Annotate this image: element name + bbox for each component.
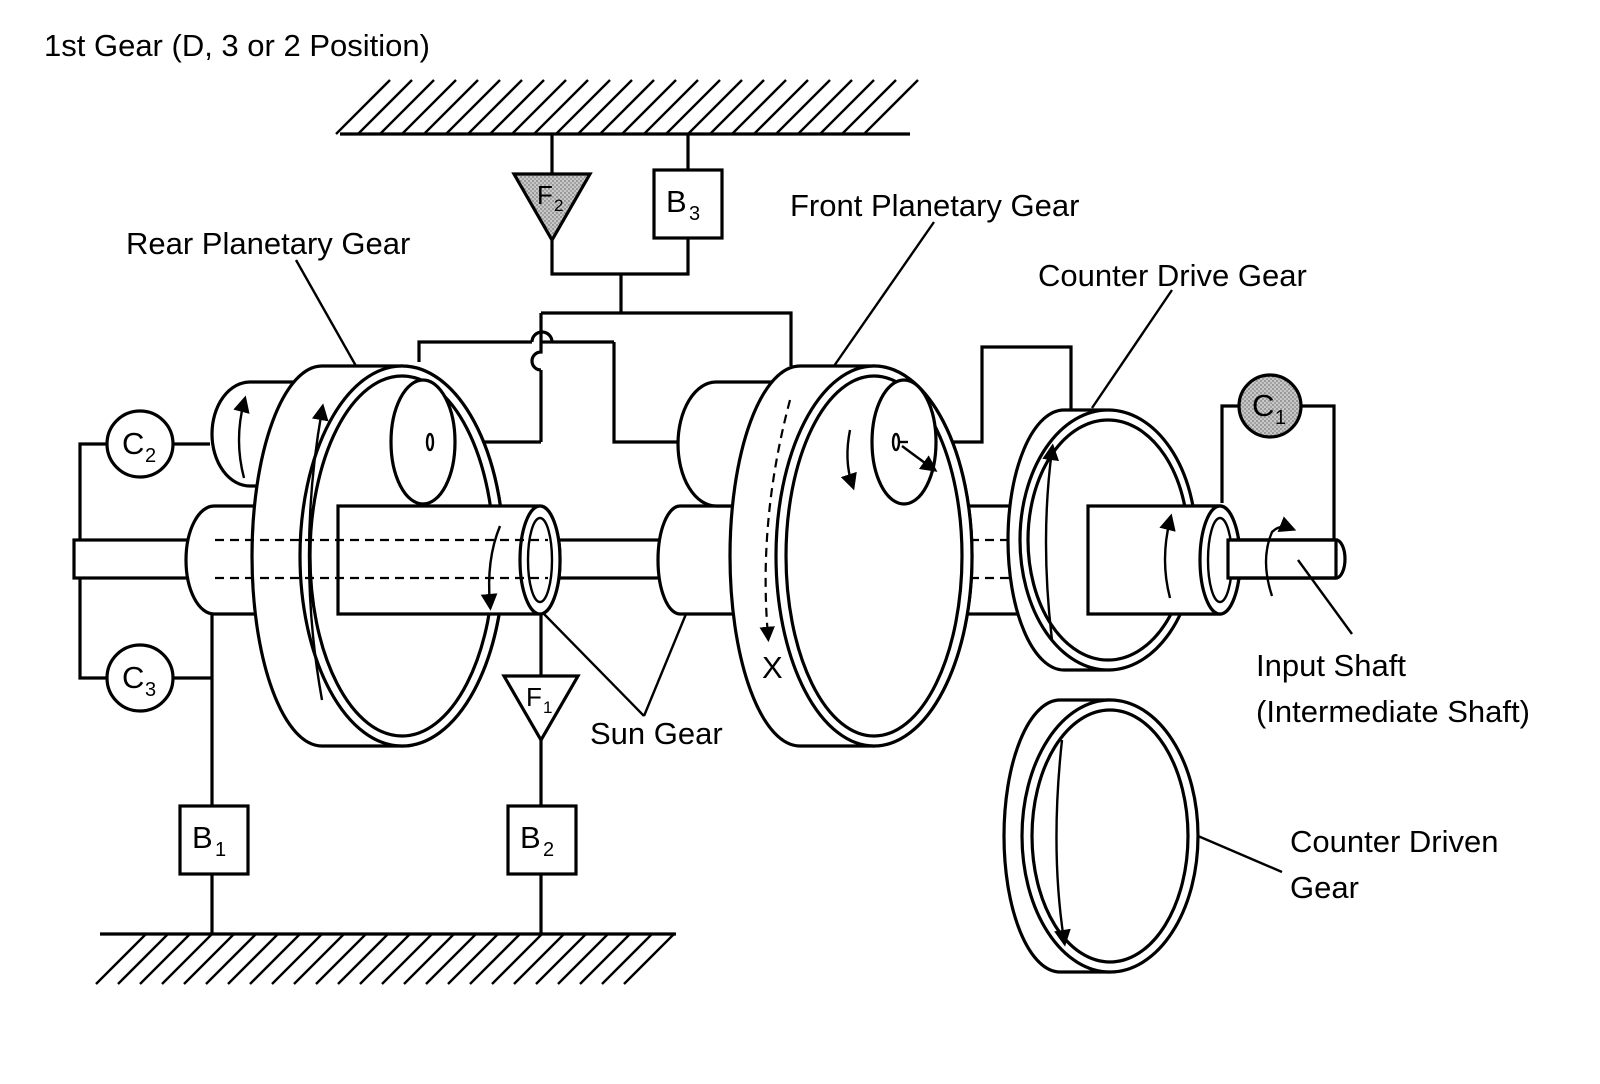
c1-clutch: C 1 — [1237, 373, 1303, 439]
hatch-line — [599, 79, 655, 135]
svg-text:C: C — [122, 660, 144, 695]
svg-text:C: C — [1252, 388, 1274, 423]
bottom-ground — [95, 932, 676, 985]
f1-one-way-clutch: F 1 — [501, 674, 581, 744]
diagram-title: 1st Gear (D, 3 or 2 Position) — [44, 28, 430, 63]
hatch-line — [381, 933, 433, 985]
rear-hub — [184, 504, 262, 616]
hatch-line — [863, 79, 919, 135]
hatch-line — [357, 79, 413, 135]
connection-lines — [78, 134, 1336, 934]
b3-brake: B 3 — [652, 168, 724, 240]
hatch-line — [117, 933, 169, 985]
c2-clutch: C 2 — [105, 409, 175, 479]
svg-text:C: C — [122, 426, 144, 461]
hatch-line — [337, 933, 389, 985]
hatch-line — [731, 79, 787, 135]
hatch-line — [841, 79, 897, 135]
locked-mark: X — [762, 650, 783, 685]
hatch-line — [601, 933, 653, 985]
input-shaft-label: Input Shaft — [1256, 648, 1406, 683]
counter-driven-label-line1: Counter Driven — [1290, 824, 1498, 859]
hatch-line — [359, 933, 411, 985]
hatch-line — [555, 79, 611, 135]
hatch-line — [579, 933, 631, 985]
hatch-line — [709, 79, 765, 135]
hatch-line — [535, 933, 587, 985]
hatch-line — [511, 79, 567, 135]
hatch-line — [401, 79, 457, 135]
counter-driven-label-line2: Gear — [1290, 870, 1359, 905]
hatch-line — [753, 79, 809, 135]
front-sun-hub — [656, 504, 742, 616]
svg-text:2: 2 — [145, 445, 156, 467]
f2-one-way-clutch: F 2 — [511, 172, 593, 244]
hatch-line — [469, 933, 521, 985]
hatch-line — [315, 933, 367, 985]
svg-text:B: B — [520, 820, 541, 855]
sun-gear-label: Sun Gear — [590, 716, 723, 751]
hatch-line — [425, 933, 477, 985]
b1-brake: B 1 — [178, 804, 250, 876]
svg-text:3: 3 — [689, 203, 700, 225]
front-planetary-label: Front Planetary Gear — [790, 188, 1079, 223]
svg-text:1: 1 — [1275, 407, 1286, 429]
svg-text:B: B — [666, 184, 687, 219]
hatch-line — [335, 79, 391, 135]
hatch-line — [205, 933, 257, 985]
hatch-line — [489, 79, 545, 135]
hatch-line — [491, 933, 543, 985]
counter-drive-label: Counter Drive Gear — [1038, 258, 1307, 293]
hatch-line — [249, 933, 301, 985]
hatch-line — [577, 79, 633, 135]
svg-text:2: 2 — [543, 839, 554, 861]
hatch-line — [139, 933, 191, 985]
front-planetary-gear: X — [728, 364, 974, 748]
hatch-line — [227, 933, 279, 985]
hatch-line — [271, 933, 323, 985]
svg-text:F: F — [537, 180, 553, 210]
c3-clutch: C 3 — [105, 643, 175, 713]
hatch-line — [621, 79, 677, 135]
hatch-line — [775, 79, 831, 135]
sun-gear-shaft — [215, 504, 562, 616]
hatch-line — [643, 79, 699, 135]
svg-text:F: F — [526, 682, 542, 712]
hatch-line — [161, 933, 213, 985]
rear-planetary-label: Rear Planetary Gear — [126, 226, 410, 261]
hatch-line — [665, 79, 721, 135]
leader-lines — [294, 221, 1173, 717]
counter-drive-gear — [1006, 408, 1353, 672]
hatch-line — [467, 79, 523, 135]
counter-driven-gear — [1002, 698, 1283, 974]
svg-text:B: B — [192, 820, 213, 855]
hatch-line — [293, 933, 345, 985]
hatch-line — [533, 79, 589, 135]
svg-text:1: 1 — [215, 839, 226, 861]
hatch-line — [95, 933, 147, 985]
hatch-line — [423, 79, 479, 135]
hatch-line — [403, 933, 455, 985]
hatch-line — [819, 79, 875, 135]
svg-text:3: 3 — [145, 679, 156, 701]
hatch-line — [513, 933, 565, 985]
hatch-line — [687, 79, 743, 135]
svg-text:1: 1 — [543, 698, 552, 717]
b2-brake: B 2 — [506, 804, 578, 876]
hatch-line — [797, 79, 853, 135]
hatch-line — [379, 79, 435, 135]
hatch-line — [445, 79, 501, 135]
svg-text:2: 2 — [554, 196, 563, 215]
top-ground — [335, 79, 919, 136]
intermediate-shaft-label: (Intermediate Shaft) — [1256, 694, 1530, 729]
hatch-line — [623, 933, 675, 985]
hatch-line — [447, 933, 499, 985]
hatch-line — [183, 933, 235, 985]
hatch-line — [557, 933, 609, 985]
